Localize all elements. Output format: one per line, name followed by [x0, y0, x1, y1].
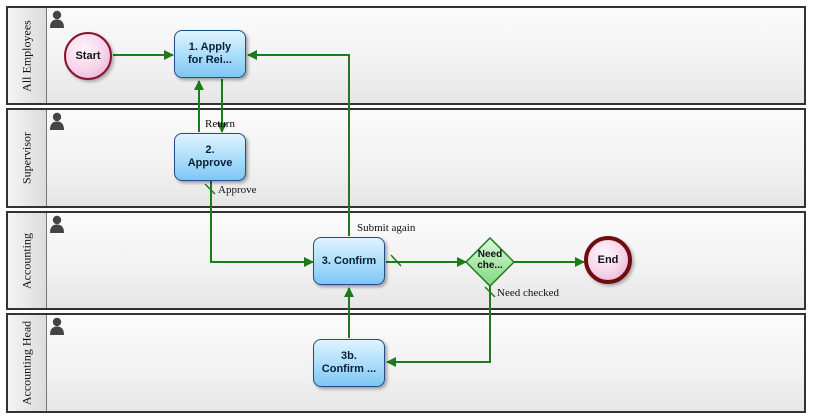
- flow-approve[interactable]: [210, 181, 314, 267]
- lane-accounting[interactable]: Accounting: [6, 211, 806, 310]
- task-approve[interactable]: 2. Approve: [174, 133, 246, 181]
- person-icon: [50, 10, 64, 28]
- exclusive-gateway[interactable]: [465, 237, 515, 287]
- person-icon: [50, 215, 64, 233]
- start-event-label: Start: [75, 50, 101, 62]
- flow-label-return: Return: [205, 118, 235, 130]
- end-event[interactable]: End: [584, 236, 632, 284]
- lane-supervisor[interactable]: Supervisor: [6, 108, 806, 208]
- task-label: 3. Confirm: [321, 254, 377, 267]
- task-apply-reimbursement[interactable]: 1. Apply for Rei...: [174, 30, 246, 78]
- task-label: 1. Apply for Rei...: [187, 41, 232, 66]
- end-event-label: End: [597, 254, 619, 266]
- task-label: 2. Approve: [187, 144, 233, 169]
- person-icon: [50, 112, 64, 130]
- gateway-label: Need che...: [477, 249, 503, 271]
- flow-label-need-checked: Need checked: [497, 287, 559, 299]
- task-confirm[interactable]: 3. Confirm: [313, 237, 385, 285]
- person-icon: [50, 317, 64, 335]
- flow-need-checked[interactable]: [386, 286, 491, 367]
- start-event[interactable]: Start: [64, 32, 112, 80]
- flow-label-submit-again: Submit again: [357, 222, 416, 234]
- flow-label-approve: Approve: [218, 184, 257, 196]
- lane-header: Accounting Head: [8, 315, 47, 411]
- default-flow-tick: [390, 254, 402, 267]
- lane-header: Accounting: [8, 213, 47, 308]
- task-label: 3b. Confirm ...: [321, 350, 377, 375]
- lane-header: Supervisor: [8, 110, 47, 206]
- task-confirm-head[interactable]: 3b. Confirm ...: [313, 339, 385, 387]
- lane-header: All Employees: [8, 8, 47, 103]
- default-flow-tick: [484, 286, 496, 298]
- flow-submit-again[interactable]: [247, 50, 350, 236]
- default-flow-tick: [204, 183, 216, 195]
